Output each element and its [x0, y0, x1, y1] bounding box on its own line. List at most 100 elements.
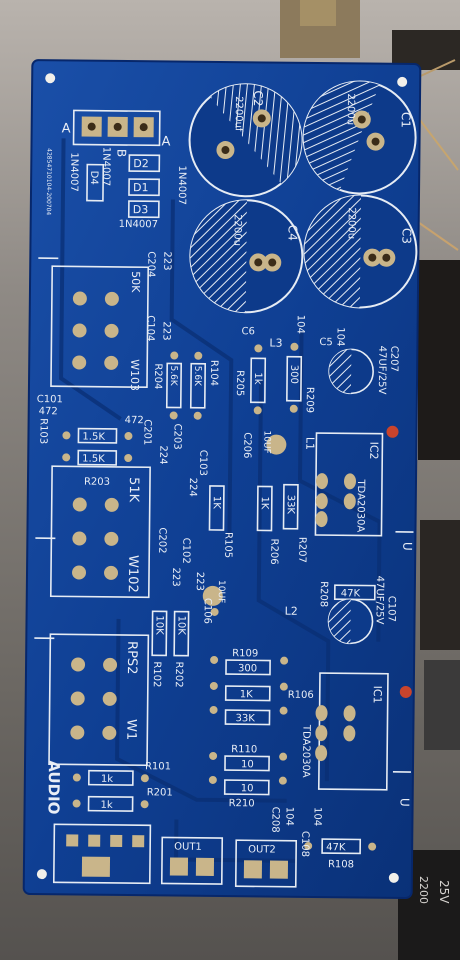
label-w102: W102 [125, 555, 140, 593]
label-r105: R105 [222, 532, 233, 558]
label-1k-r106: 1K [240, 689, 253, 700]
label-c6: C6 [241, 326, 254, 337]
label-r110: R110 [231, 744, 257, 755]
label-c107: C107 [386, 596, 397, 622]
label-c107-value: 47UF/25V [373, 576, 385, 625]
label-audio: AUDIO [44, 760, 63, 814]
label-5-6k-a: 5.6K [168, 365, 178, 386]
label-tda-a: TDA2030A [354, 478, 366, 532]
label-33k-a: 33K [285, 495, 296, 515]
label-1k-a: 1k [101, 774, 113, 785]
label-c208: C208 [269, 807, 280, 833]
label-c3: C3 [399, 228, 413, 244]
label-104-a: 104 [295, 315, 306, 334]
label-d1: D1 [133, 181, 149, 194]
label-10k-b: 10K [175, 616, 186, 636]
capacitor-c2 [188, 83, 303, 198]
label-a-left: A [62, 121, 71, 136]
label-300-a: 300 [288, 365, 299, 384]
label-l2: L2 [285, 605, 298, 618]
small-pads [62, 342, 377, 851]
label-r207: R207 [296, 537, 307, 563]
label-1n4007-3: 1N4007 [176, 166, 187, 205]
label-r103: R103 [37, 418, 48, 444]
label-1-5k-a: 1.5K [82, 432, 105, 443]
label-104-d: 104 [311, 807, 322, 826]
label-r202: R202 [173, 662, 184, 688]
label-c101: C101 [37, 394, 63, 405]
label-1-5k-b: 1.5K [82, 454, 105, 465]
label-1k-r205: 1k [252, 372, 263, 384]
label-224-b: 224 [187, 478, 198, 497]
label-223-c: 223 [170, 567, 181, 586]
label-b: B [114, 149, 128, 157]
label-47k-a: 47K [341, 588, 361, 599]
label-l3: L3 [269, 337, 282, 350]
label-47k-b: 47K [326, 842, 346, 853]
label-out1: OUT1 [174, 842, 202, 853]
label-r102: R102 [151, 661, 162, 687]
label-cap-c3: 2200u [346, 207, 357, 239]
label-a-right: A [161, 134, 170, 149]
pcb-board: 42854710104-200704 A A B D2 D1 D3 D4 1N4… [22, 59, 422, 899]
label-1n4007-1: 1N4007 [100, 147, 111, 186]
label-cap-c4: 2200u [231, 214, 242, 246]
label-r203: R203 [84, 477, 110, 488]
label-c202: C202 [156, 527, 167, 553]
edge-marks [34, 257, 414, 773]
label-u-b: U [398, 798, 412, 807]
bg-knob-shaft [300, 0, 336, 26]
label-r201: R201 [147, 787, 173, 798]
silkscreen-text: 42854710104-200704 A A B D2 D1 D3 D4 1N4… [37, 90, 415, 870]
label-c103: C103 [197, 450, 208, 476]
capacitor-c1 [302, 80, 417, 195]
label-c204: C204 [145, 251, 156, 277]
bg-wire-2 [419, 119, 459, 171]
bg-cap-value: 2200 [417, 876, 430, 904]
label-c206: C206 [241, 432, 252, 458]
bg-capacitor-print: 25V 2200 [417, 876, 451, 904]
label-r210: R210 [229, 798, 255, 809]
label-r108: R108 [328, 859, 354, 870]
label-c106: C106 [201, 598, 212, 624]
label-10uf-a: 10UF [261, 430, 271, 453]
label-10-b: 10 [241, 783, 254, 794]
label-c102: C102 [180, 538, 191, 564]
label-50k: 50K [129, 271, 142, 293]
label-cap-c2: 2200uf [233, 96, 244, 132]
label-r104: R104 [208, 360, 219, 386]
audio-connector-pads [66, 834, 145, 877]
bg-component-dark [420, 520, 460, 650]
label-w103: W103 [128, 359, 141, 391]
label-51k: 51K [126, 477, 141, 503]
label-r109: R109 [232, 648, 258, 659]
audio-connector-outline [52, 823, 152, 885]
background-objects [280, 0, 460, 960]
label-472-a: 472 [39, 406, 58, 417]
label-l1: L1 [303, 437, 316, 450]
label-c2: C2 [251, 90, 265, 106]
label-r206: R206 [268, 539, 279, 565]
label-r204: R204 [152, 363, 163, 389]
bg-capacitor-small [424, 660, 460, 750]
diode-outlines [86, 154, 161, 219]
label-ic1: IC1 [371, 686, 384, 704]
small-electrolytics [202, 348, 412, 698]
label-rps2: RPS2 [124, 641, 139, 675]
power-header-outline [72, 109, 161, 147]
label-1k-b: 1k [101, 800, 113, 811]
potentiometer-outlines [48, 265, 151, 767]
label-223-b: 223 [160, 321, 171, 340]
label-c5: C5 [319, 337, 332, 348]
label-c207: C207 [388, 346, 399, 372]
label-104-b: 104 [334, 327, 345, 346]
label-104-c: 104 [283, 807, 294, 826]
label-223-a: 223 [161, 251, 172, 270]
label-r209: R209 [304, 387, 315, 413]
label-1n4007-4: 1N4007 [119, 219, 158, 230]
label-r205: R205 [234, 370, 245, 396]
label-10-a: 10 [241, 759, 254, 770]
label-5-6k-b: 5.6K [192, 366, 202, 387]
